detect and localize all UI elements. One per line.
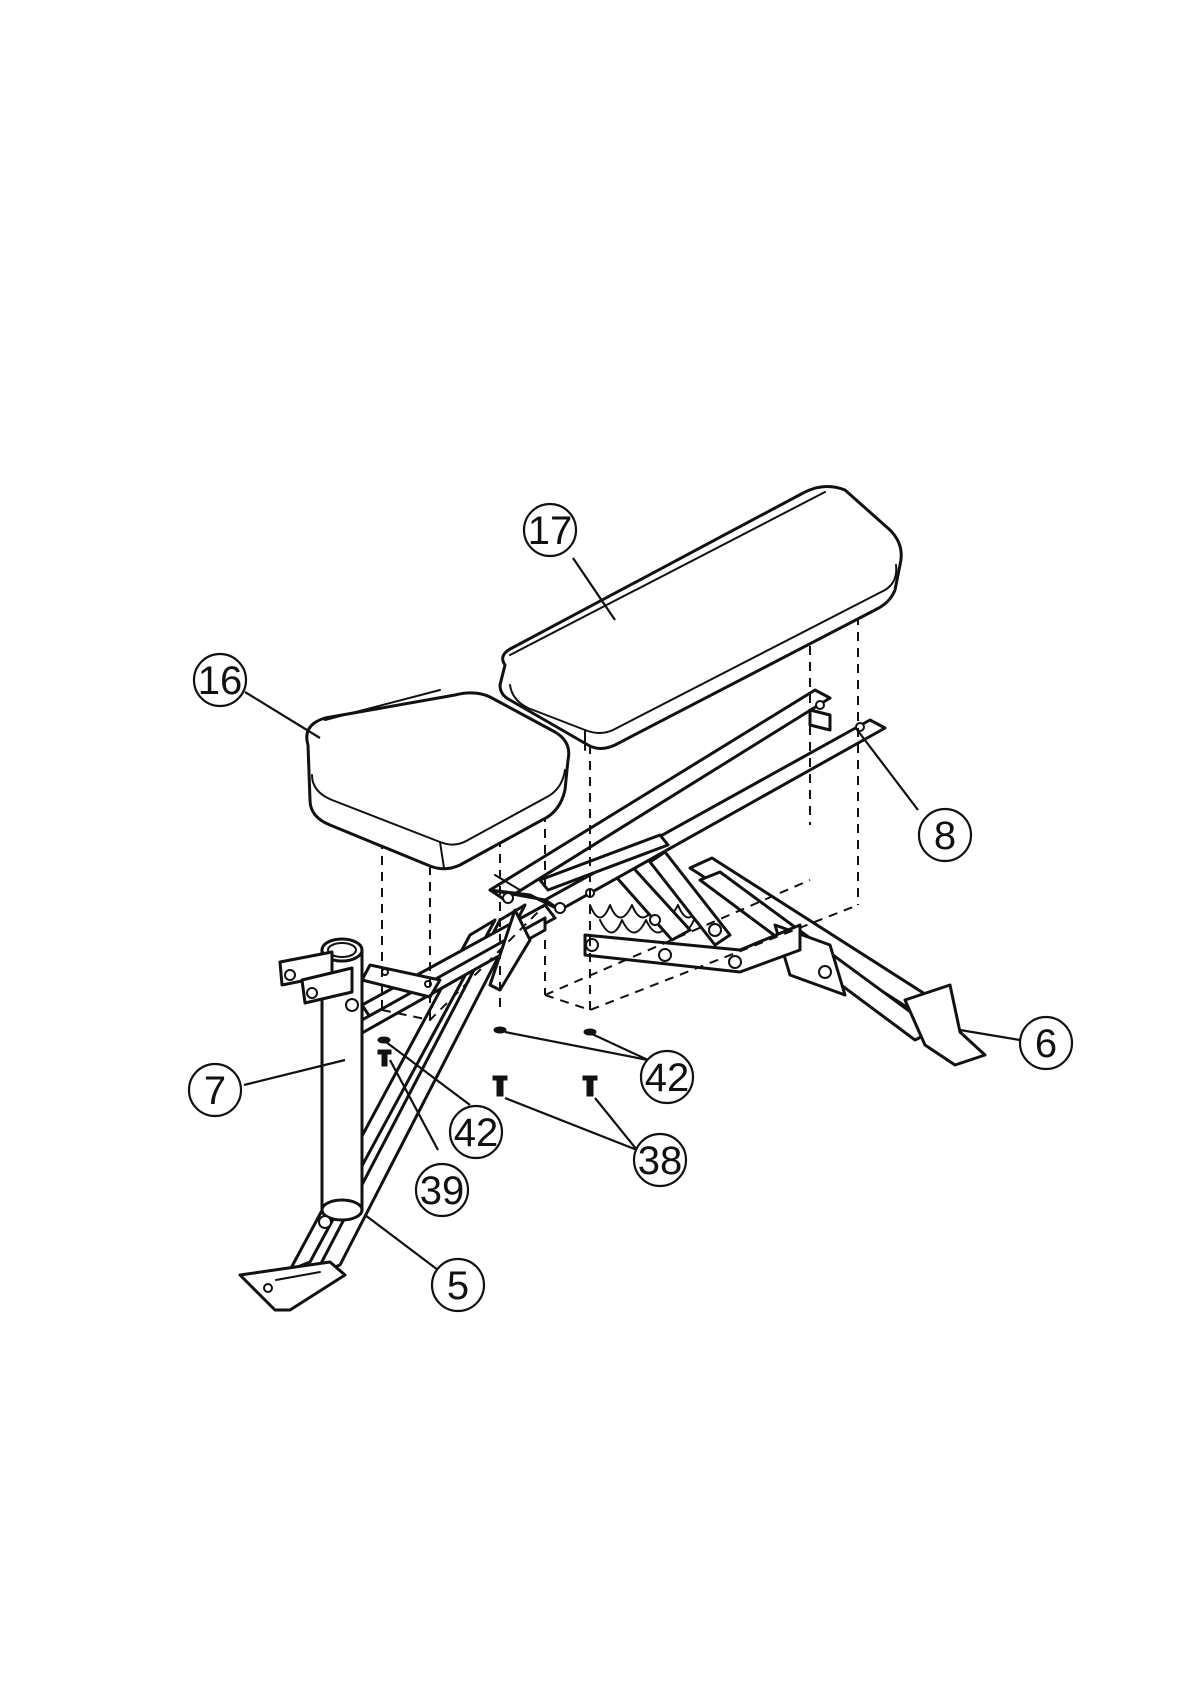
callout-16-label: 16 [198,659,243,703]
callout-8-label: 8 [934,814,956,858]
callout-5-label: 5 [447,1264,469,1308]
bolt-38-a [493,1076,507,1096]
seat-pad [307,690,569,869]
callout-16: 16 [194,654,246,706]
callout-38-label: 38 [638,1139,683,1183]
callout-42-seat: 42 [450,1106,502,1158]
callout-38: 38 [634,1134,686,1186]
callout-17: 17 [524,504,576,556]
washer-42-back-a [494,1027,506,1033]
callout-7-label: 7 [204,1069,226,1113]
callout-6: 6 [1020,1017,1072,1069]
callout-8: 8 [919,809,971,861]
bolt-39 [378,1050,391,1066]
callout-39-label: 39 [420,1169,465,1213]
callout-5: 5 [432,1259,484,1311]
seat-post [280,939,362,1228]
washer-42-seat [378,1037,390,1043]
callout-7: 7 [189,1064,241,1116]
callout-42-seat-label: 42 [454,1111,499,1155]
callout-6-label: 6 [1035,1022,1057,1066]
callout-42-back-label: 42 [645,1056,690,1100]
callout-42-back: 42 [641,1051,693,1103]
callout-39: 39 [416,1164,468,1216]
bolt-38-b [583,1076,597,1096]
callout-17-label: 17 [528,509,573,553]
